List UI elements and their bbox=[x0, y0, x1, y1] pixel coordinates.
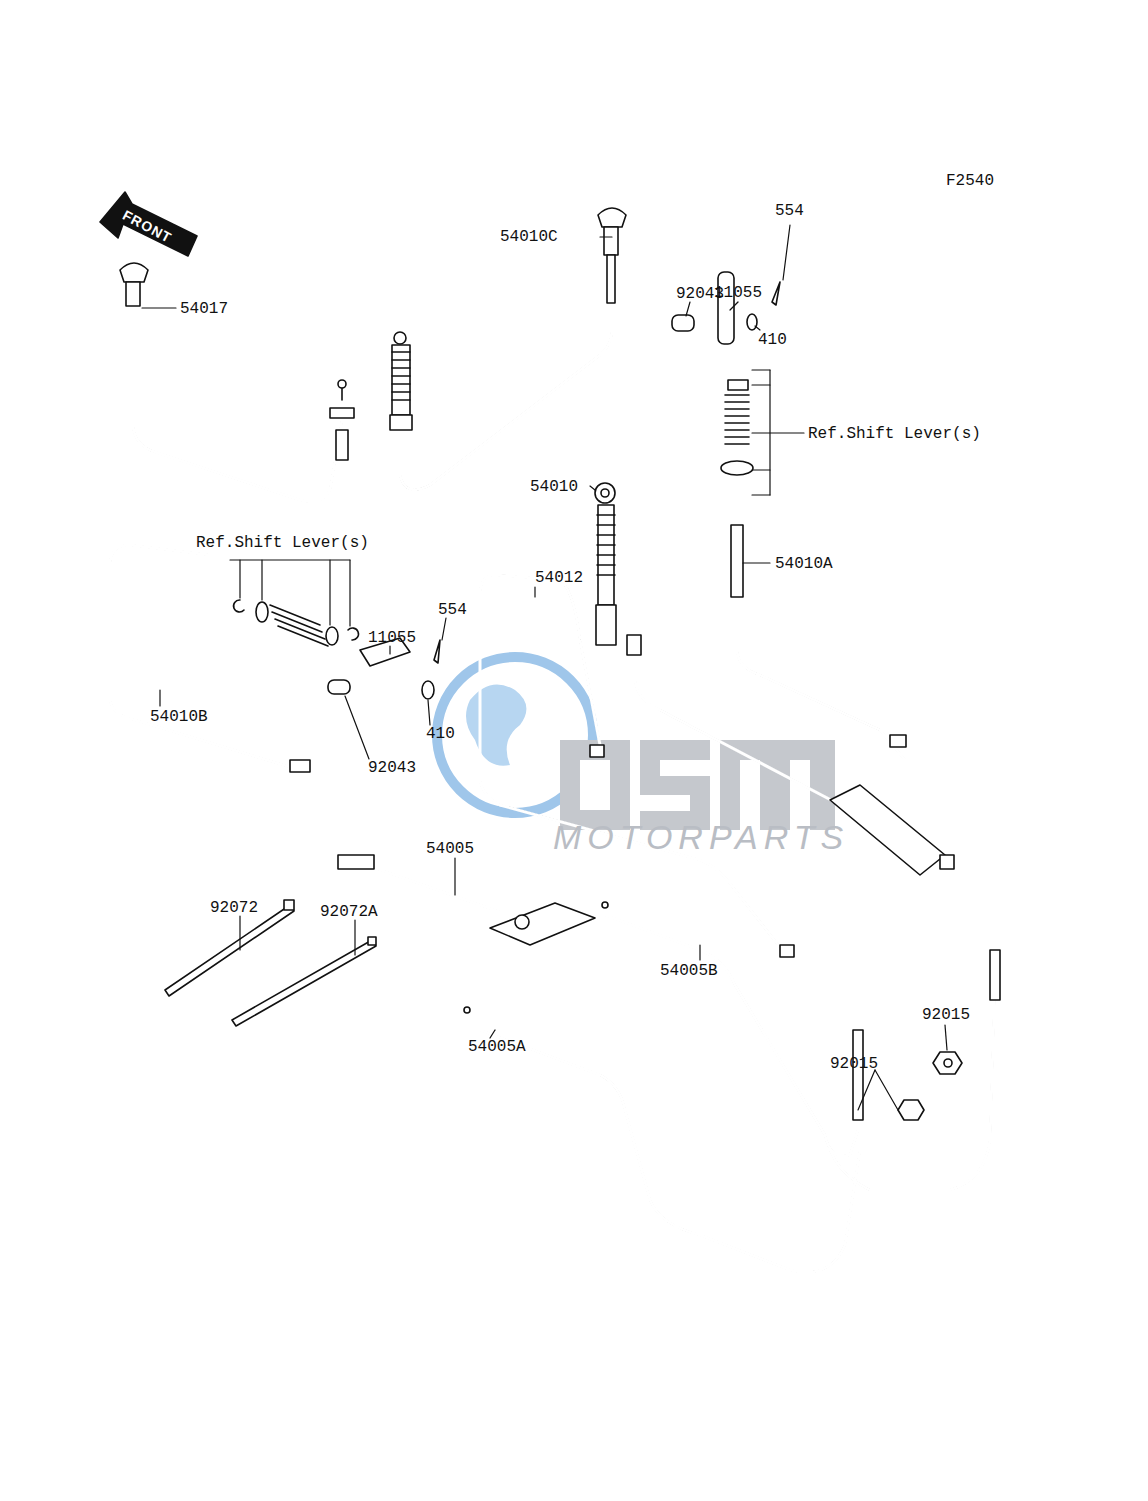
front-arrow bbox=[100, 192, 197, 256]
sheet-code: F2540 bbox=[946, 172, 994, 190]
callout-number: 92043 bbox=[368, 759, 416, 777]
callout-number: 554 bbox=[438, 601, 467, 619]
callout-number: 54010A bbox=[775, 555, 833, 573]
watermark-text: MOTORPARTS bbox=[553, 828, 849, 846]
callout-number: 54010 bbox=[530, 478, 578, 496]
callout-number: 54010B bbox=[150, 708, 208, 726]
callout-number: 410 bbox=[758, 331, 787, 349]
callout-number: 54005A bbox=[468, 1038, 526, 1056]
callout-number: 92072 bbox=[210, 899, 258, 917]
callout-number: 92072A bbox=[320, 903, 378, 921]
callout-number: 554 bbox=[775, 202, 804, 220]
callout-number: 54017 bbox=[180, 300, 228, 318]
callout-number: 54005B bbox=[660, 962, 718, 980]
callout-number: 92015 bbox=[922, 1006, 970, 1024]
callout-number: 54012 bbox=[535, 569, 583, 587]
reference-note: Ref.Shift Lever(s) bbox=[808, 425, 981, 443]
callout-number: 54005 bbox=[426, 840, 474, 858]
reference-note: Ref.Shift Lever(s) bbox=[196, 534, 369, 552]
callout-number: 92015 bbox=[830, 1055, 878, 1073]
callout-number: 92043 bbox=[676, 285, 724, 303]
callout-number: 410 bbox=[426, 725, 455, 743]
callout-number: 11055 bbox=[368, 629, 416, 647]
callout-number: 54010C bbox=[500, 228, 558, 246]
